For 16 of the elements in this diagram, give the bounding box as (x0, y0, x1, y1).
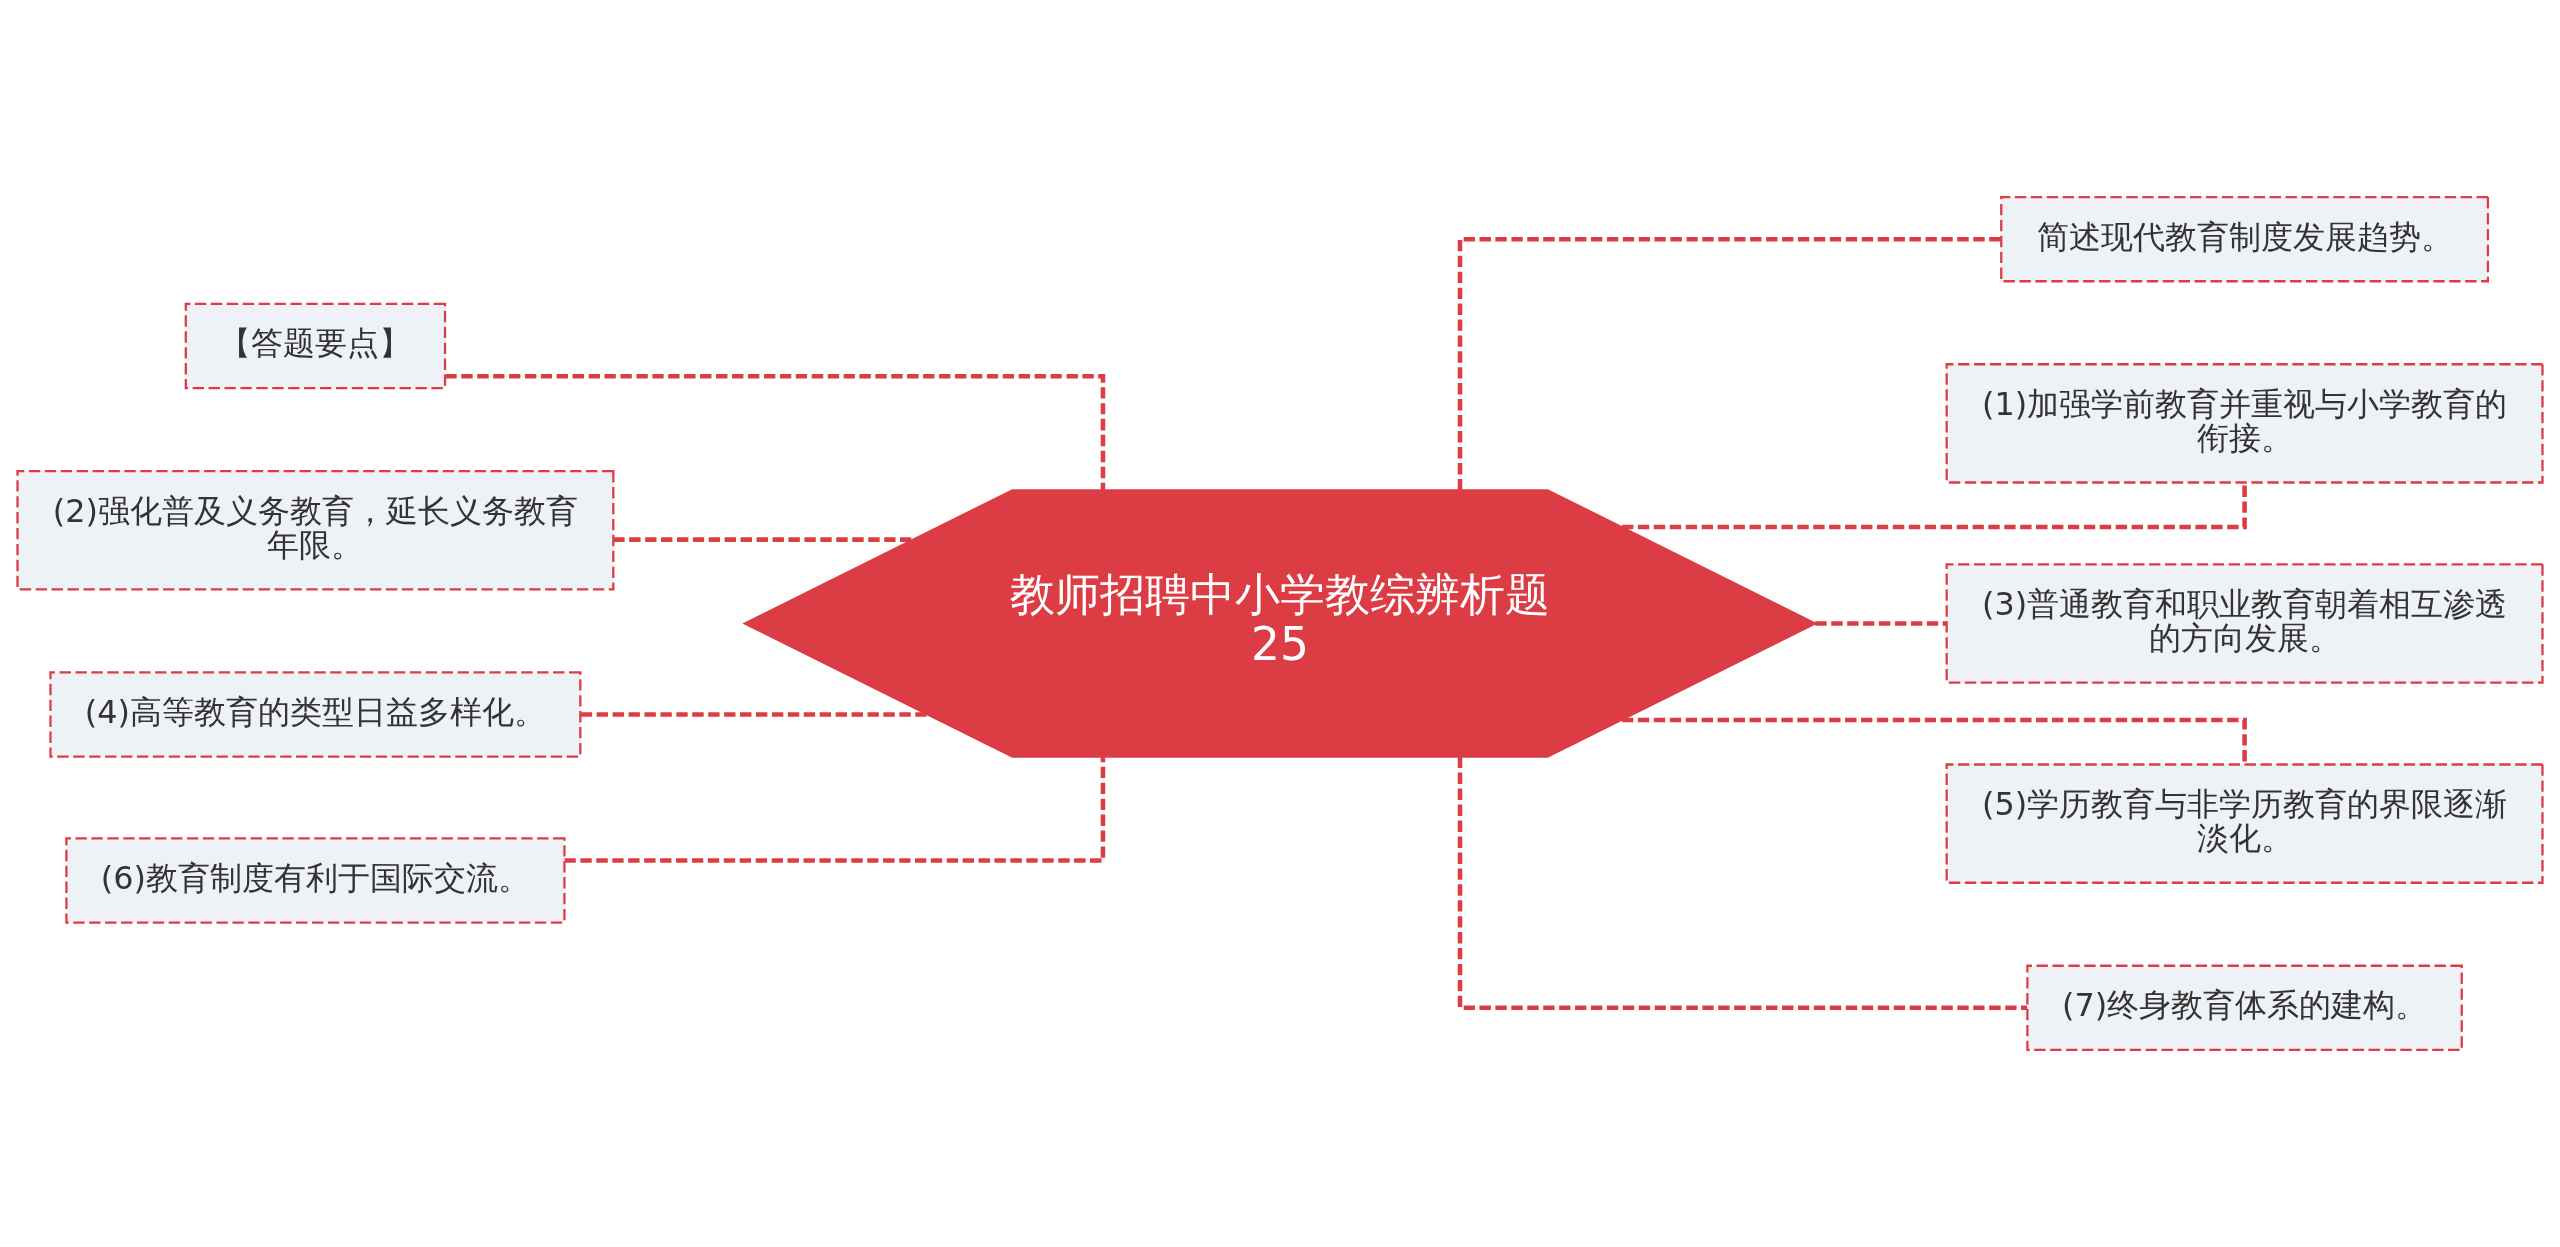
node-box: (1)加强学前教育并重视与小学教育的衔接。 (1945, 363, 2544, 484)
node-box: (3)普通教育和职业教育朝着相互渗透的方向发展。 (1945, 563, 2544, 684)
connector (1457, 236, 2001, 491)
connector (613, 537, 913, 542)
node-box: (2)强化普及义务教育，延长义务教育年限。 (16, 470, 615, 591)
connector (1457, 756, 2028, 1011)
node-box: (4)高等教育的类型日益多样化。 (49, 671, 582, 758)
connector (445, 373, 1106, 490)
node-box: 【答题要点】 (184, 302, 447, 390)
node-box: (5)学历教育与非学历教育的界限逐渐淡化。 (1945, 763, 2544, 884)
node-box: (6)教育制度有利于国际交流。 (65, 837, 566, 924)
connector (564, 757, 1106, 863)
connector (1815, 621, 1947, 626)
node-box: 简述现代教育制度发展趋势。 (2000, 195, 2490, 283)
node-box: (7)终身教育体系的建构。 (2026, 964, 2463, 1052)
connector (580, 712, 928, 717)
